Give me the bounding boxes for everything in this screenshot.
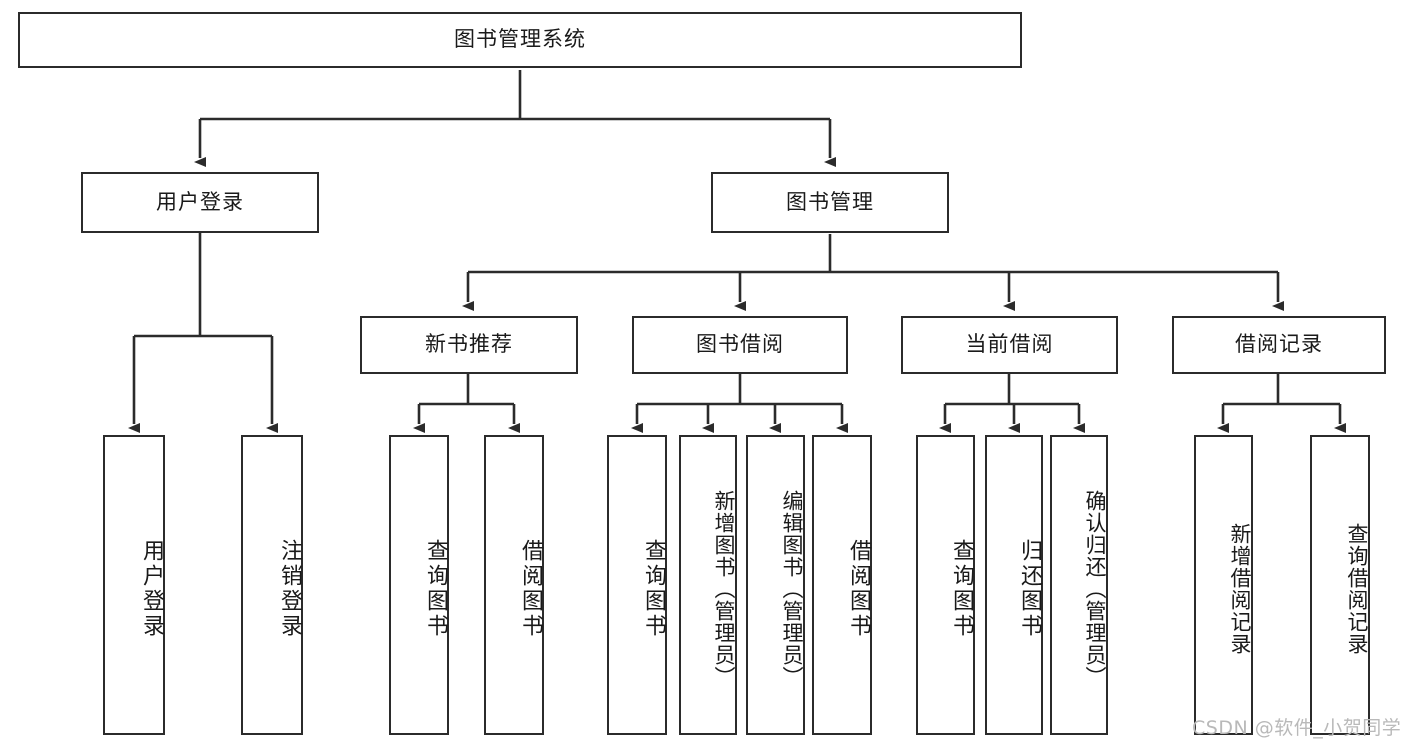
node-borrow-record-label: 借阅记录 bbox=[1235, 332, 1323, 357]
node-leaf-add-book-label: 新增图书（管理员） bbox=[712, 490, 736, 688]
node-leaf-borrow-book-1-label: 借阅图书 bbox=[518, 539, 543, 639]
node-leaf-confirm-return[interactable]: 确认归还（管理员） bbox=[1050, 435, 1108, 735]
node-leaf-query-record-label: 查询借阅记录 bbox=[1345, 523, 1369, 655]
node-leaf-borrow-book-2-label: 借阅图书 bbox=[846, 539, 871, 639]
node-leaf-logout-login-label: 注销登录 bbox=[277, 539, 302, 639]
node-borrow-record[interactable]: 借阅记录 bbox=[1172, 316, 1386, 374]
node-leaf-edit-book[interactable]: 编辑图书（管理员） bbox=[746, 435, 805, 735]
node-leaf-edit-book-label: 编辑图书（管理员） bbox=[780, 490, 804, 688]
node-leaf-query-book-3[interactable]: 查询图书 bbox=[916, 435, 975, 735]
node-leaf-query-record[interactable]: 查询借阅记录 bbox=[1310, 435, 1370, 735]
node-leaf-add-record-label: 新增借阅记录 bbox=[1228, 523, 1252, 655]
node-leaf-query-book-3-label: 查询图书 bbox=[949, 539, 974, 639]
node-book-borrow[interactable]: 图书借阅 bbox=[632, 316, 848, 374]
node-new-book-recommend-label: 新书推荐 bbox=[425, 332, 513, 357]
node-leaf-add-book[interactable]: 新增图书（管理员） bbox=[679, 435, 737, 735]
node-leaf-logout-login[interactable]: 注销登录 bbox=[241, 435, 303, 735]
node-root[interactable]: 图书管理系统 bbox=[18, 12, 1022, 68]
node-current-borrow-label: 当前借阅 bbox=[965, 332, 1054, 357]
node-leaf-borrow-book-1[interactable]: 借阅图书 bbox=[484, 435, 544, 735]
node-leaf-query-book-1-label: 查询图书 bbox=[423, 539, 448, 639]
node-root-label: 图书管理系统 bbox=[454, 27, 586, 52]
node-new-book-recommend[interactable]: 新书推荐 bbox=[360, 316, 578, 374]
node-leaf-return-book[interactable]: 归还图书 bbox=[985, 435, 1043, 735]
node-leaf-confirm-return-label: 确认归还（管理员） bbox=[1083, 490, 1107, 688]
node-book-manage-label: 图书管理 bbox=[786, 189, 874, 214]
node-leaf-add-record[interactable]: 新增借阅记录 bbox=[1194, 435, 1253, 735]
node-leaf-return-book-label: 归还图书 bbox=[1017, 539, 1042, 639]
node-leaf-user-login[interactable]: 用户登录 bbox=[103, 435, 165, 735]
node-user-login-label: 用户登录 bbox=[156, 189, 244, 214]
node-leaf-query-book-2-label: 查询图书 bbox=[641, 539, 666, 639]
node-leaf-query-book-1[interactable]: 查询图书 bbox=[389, 435, 449, 735]
node-leaf-query-book-2[interactable]: 查询图书 bbox=[607, 435, 667, 735]
node-book-manage[interactable]: 图书管理 bbox=[711, 172, 949, 233]
node-current-borrow[interactable]: 当前借阅 bbox=[901, 316, 1118, 374]
node-book-borrow-label: 图书借阅 bbox=[696, 332, 784, 357]
node-user-login[interactable]: 用户登录 bbox=[81, 172, 319, 233]
node-leaf-user-login-label: 用户登录 bbox=[139, 539, 164, 639]
node-leaf-borrow-book-2[interactable]: 借阅图书 bbox=[812, 435, 872, 735]
